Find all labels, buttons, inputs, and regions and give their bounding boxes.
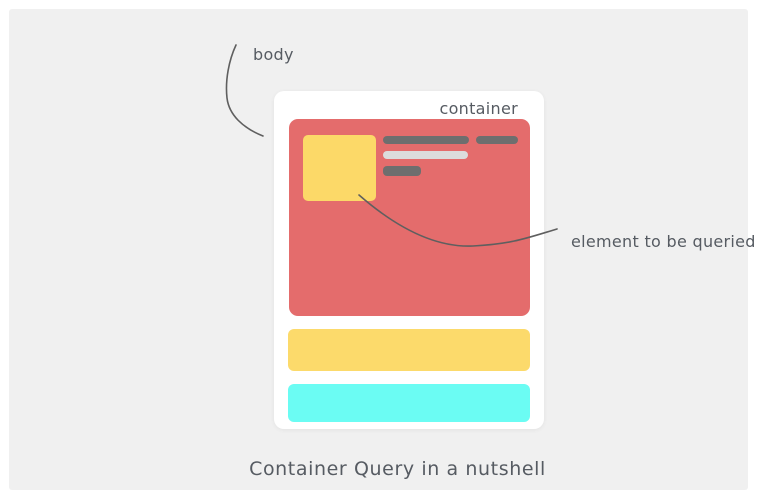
skeleton-bar-dark-small <box>383 166 421 176</box>
diagram-caption: Container Query in a nutshell <box>249 458 546 480</box>
diagram-canvas: body container element to be queried Con… <box>9 9 755 490</box>
queried-element-box <box>303 135 376 201</box>
element-label: element to be queried <box>571 232 756 251</box>
skeleton-bar-light <box>383 151 468 159</box>
body-label: body <box>253 45 294 64</box>
yellow-sibling-block <box>288 329 530 371</box>
cyan-sibling-block <box>288 384 530 422</box>
container-label: container <box>439 99 518 118</box>
skeleton-bar-dark-long <box>383 136 469 144</box>
container-box <box>289 119 530 316</box>
body-box <box>274 91 544 429</box>
skeleton-bar-dark-short-top <box>476 136 518 144</box>
